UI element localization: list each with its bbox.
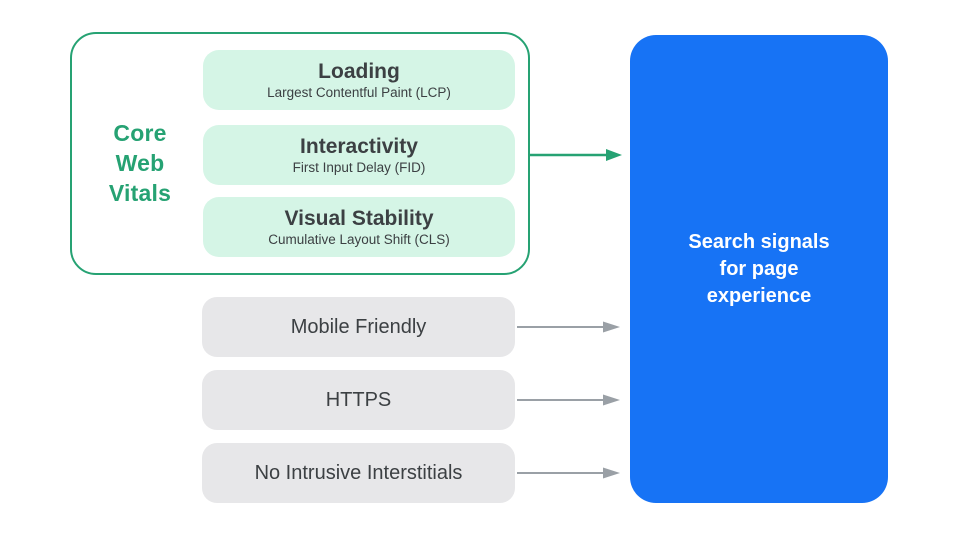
metric-subtitle: Cumulative Layout Shift (CLS) xyxy=(268,232,450,247)
core-web-vitals-label-line: Vitals xyxy=(108,180,172,206)
core-web-vitals-label: Core Web Vitals xyxy=(78,118,202,208)
signal-label: No Intrusive Interstitials xyxy=(254,461,463,484)
signal-label: Mobile Friendly xyxy=(290,315,427,338)
metric-title: Loading xyxy=(318,60,400,83)
metric-card-loading: Loading Largest Contentful Paint (LCP) xyxy=(203,50,515,110)
search-signals-label: Search signals for page experience xyxy=(688,229,829,310)
no-intrusive-interstitials-arrow-icon xyxy=(517,467,620,479)
core-web-vitals-label-line: Core xyxy=(113,120,167,146)
core-web-vitals-label-line: Web xyxy=(115,150,165,176)
metric-title: Interactivity xyxy=(300,135,418,158)
mobile-friendly-arrow-icon xyxy=(517,321,620,333)
search-signals-label-line: experience xyxy=(706,284,812,307)
signal-label: HTTPS xyxy=(325,388,392,411)
metric-subtitle: Largest Contentful Paint (LCP) xyxy=(267,85,451,100)
https-arrow-icon xyxy=(517,394,620,406)
signal-box-https: HTTPS xyxy=(202,370,515,430)
search-signals-box: Search signals for page experience xyxy=(630,35,888,503)
search-signals-label-line: Search signals xyxy=(688,230,830,253)
core-web-vitals-arrow-icon xyxy=(530,149,622,161)
metric-card-visual-stability: Visual Stability Cumulative Layout Shift… xyxy=(203,197,515,257)
signal-box-mobile-friendly: Mobile Friendly xyxy=(202,297,515,357)
signal-box-no-intrusive-interstitials: No Intrusive Interstitials xyxy=(202,443,515,503)
metric-subtitle: First Input Delay (FID) xyxy=(292,160,426,175)
metric-card-interactivity: Interactivity First Input Delay (FID) xyxy=(203,125,515,185)
core-web-vitals-group: Core Web Vitals Loading Largest Contentf… xyxy=(70,32,530,275)
metric-title: Visual Stability xyxy=(284,207,434,230)
search-signals-label-line: for page xyxy=(719,257,799,280)
